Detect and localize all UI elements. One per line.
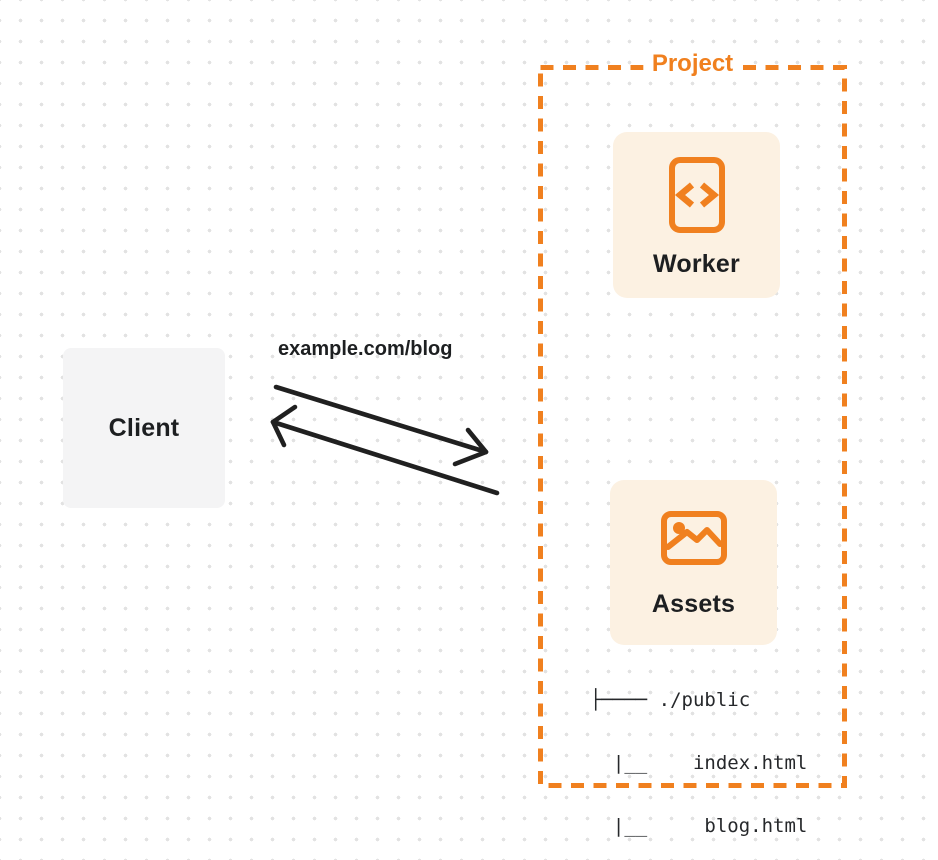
project-title: Project (642, 50, 743, 78)
assets-node: Assets (610, 480, 777, 645)
file-tree-line: |__ blog.html (590, 815, 808, 837)
worker-node: Worker (613, 132, 780, 298)
request-arrow-icon (273, 384, 489, 467)
worker-label: Worker (653, 250, 740, 278)
response-arrow-icon (270, 404, 500, 496)
file-tree-line: |__ index.html (590, 752, 808, 774)
assets-label: Assets (651, 590, 736, 618)
image-icon (660, 511, 727, 565)
file-tree: ├──── ./public |__ index.html |__ blog.h… (590, 648, 807, 860)
code-document-icon (668, 157, 725, 233)
project-dashed-border (538, 65, 847, 788)
client-node: Client (63, 348, 225, 508)
client-label: Client (108, 413, 180, 442)
request-url-label: example.com/blog (278, 338, 453, 360)
file-tree-line: ├──── ./public (590, 689, 751, 711)
project-group: Project Worker Assets ├──── ./public |__… (538, 50, 847, 837)
